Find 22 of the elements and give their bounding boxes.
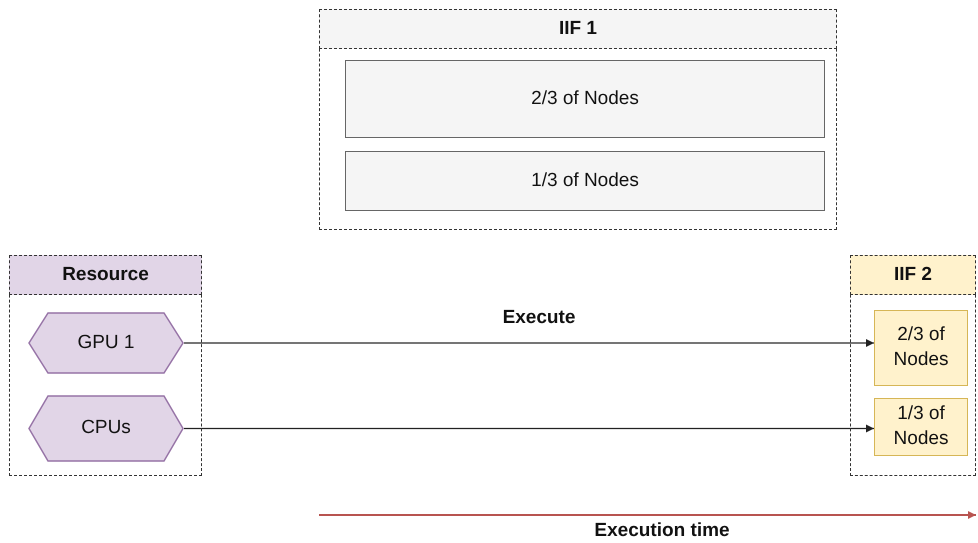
hexagon-node (28, 395, 184, 462)
node-text: 1/3 of Nodes (531, 168, 639, 193)
arrow (184, 339, 874, 347)
process-box (345, 151, 825, 211)
group-title: Resource (62, 264, 149, 286)
arrow (184, 424, 874, 432)
node-text: 1/3 of Nodes (892, 402, 950, 451)
axis-label: Execution time (594, 520, 730, 542)
group-title: IIF 2 (894, 264, 932, 286)
node-text: 2/3 of Nodes (892, 323, 950, 372)
edge-label: Execute (502, 307, 576, 329)
process-box (345, 60, 825, 138)
node-text: CPUs (81, 416, 131, 440)
group-title: IIF 1 (558, 18, 597, 40)
node-text: GPU 1 (77, 330, 135, 355)
node-text: 2/3 of Nodes (531, 86, 639, 111)
process-box (874, 310, 968, 386)
group-frame (850, 255, 976, 476)
process-box (874, 398, 968, 456)
group-frame (9, 255, 202, 476)
group-frame (319, 9, 837, 230)
hexagon-node (28, 312, 184, 374)
